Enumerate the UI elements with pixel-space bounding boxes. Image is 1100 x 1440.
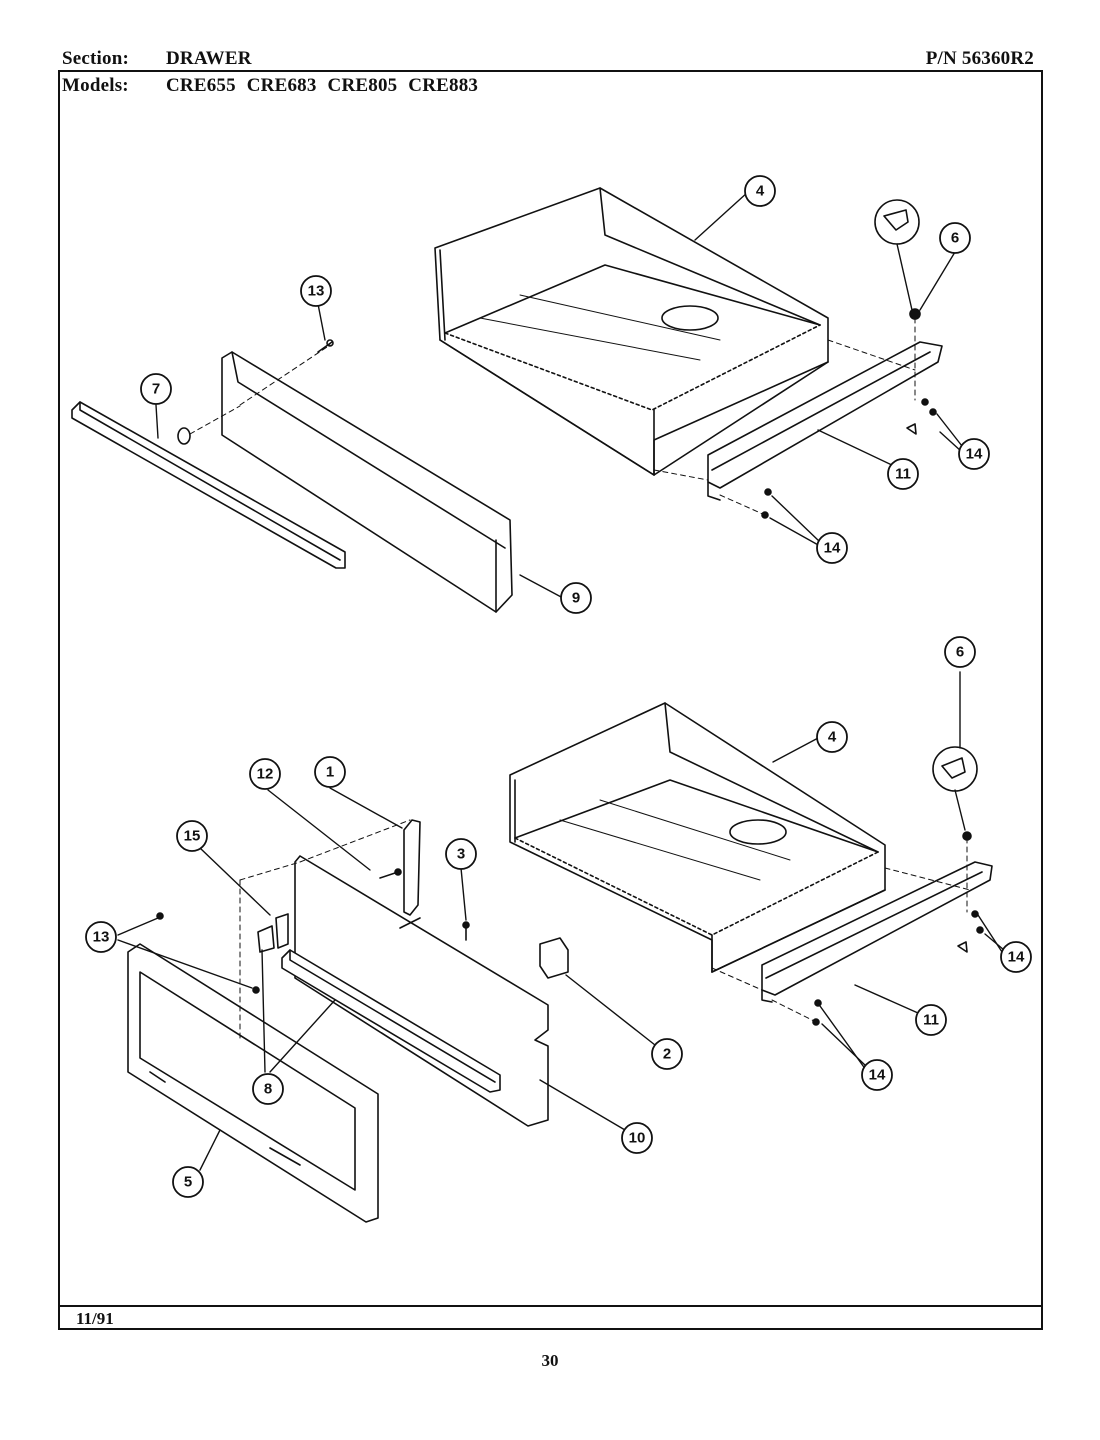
callout-5: 5 [184,1174,192,1191]
callout-14-bottom-right: 14 [1008,949,1025,966]
callout-6-top: 6 [951,230,959,247]
screws-14-top [761,398,937,519]
callout-14-top-bottom: 14 [824,540,841,557]
revision-date: 11/91 [76,1309,114,1328]
side-bracket [403,819,421,916]
leader-lines [117,191,1005,1171]
callout-6-bottom: 6 [956,644,964,661]
callout-9: 9 [572,590,580,607]
handle-strip [281,949,501,1093]
models-list: CRE655 CRE683 CRE805 CRE883 [166,75,479,96]
callout-7: 7 [152,381,160,398]
section-label: Section: [62,48,130,69]
slide-rail-top [707,341,943,501]
callout-10: 10 [629,1130,646,1147]
screw-3 [462,921,470,941]
screw-13-top [317,339,334,353]
callout-12: 12 [257,766,274,783]
callout-14-top-right: 14 [966,446,983,463]
drawer-box-bottom [509,702,886,973]
callout-3: 3 [457,846,465,863]
drawer-box-top [434,187,829,476]
bracket-6-bottom [932,746,978,841]
nut-top [177,427,191,445]
callout-2: 2 [663,1046,671,1063]
callout-11-top: 11 [895,466,911,483]
callout-15: 15 [184,828,201,845]
callout-1: 1 [326,764,334,781]
callout-8: 8 [264,1081,272,1098]
section-title: DRAWER [166,48,252,69]
page-number: 30 [541,1351,559,1370]
drawer-panel-bottom [294,855,549,1127]
part-number: P/N 56360R2 [925,48,1034,69]
models-label: Models: [62,75,129,96]
diagram-frame [58,70,1043,1330]
drawer-front-top [221,351,513,613]
callout-4-top: 4 [756,183,765,200]
assembly-lines-top [189,317,916,516]
callout-markers [85,175,1032,1198]
screw-12 [379,868,402,879]
callout-14-bottom-bottom: 14 [869,1067,886,1084]
callout-13-bottom: 13 [93,929,110,946]
screws-13-bottom [156,912,260,994]
callout-4-bottom: 4 [828,729,837,746]
clip [539,937,569,979]
callout-13-top: 13 [308,283,325,300]
bracket-6-top [874,199,921,320]
assembly-lines-bottom [239,819,971,1041]
callout-11-bottom: 11 [923,1012,939,1029]
clip-15 [257,913,289,953]
drawer-frame [127,943,379,1223]
trim-strip [71,401,346,569]
footer-divider [58,1305,1043,1307]
